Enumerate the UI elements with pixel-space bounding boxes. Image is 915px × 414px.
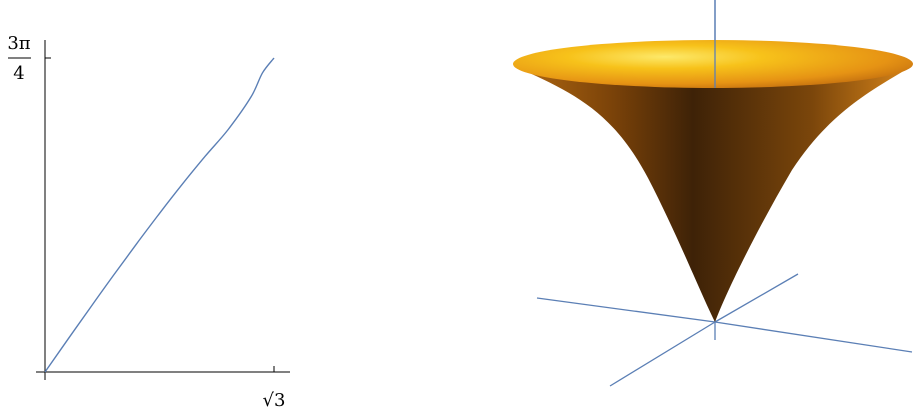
x-tick-label: √3 (263, 390, 286, 411)
series-line (44, 57, 275, 373)
axis-front-diagonal (609, 321, 716, 387)
y-tick-label-den: 4 (13, 63, 24, 84)
axis-left (536, 297, 716, 323)
cone-body (514, 66, 912, 322)
y-tick-label-num: 3π (7, 33, 30, 54)
axis-back-diagonal (714, 273, 799, 323)
cone-rim (513, 40, 913, 88)
line-chart: 3π 4 √3 (7, 33, 290, 411)
y-tick-label: 3π 4 (7, 33, 31, 84)
surface-plot (513, 0, 913, 387)
axis-right (714, 321, 913, 353)
